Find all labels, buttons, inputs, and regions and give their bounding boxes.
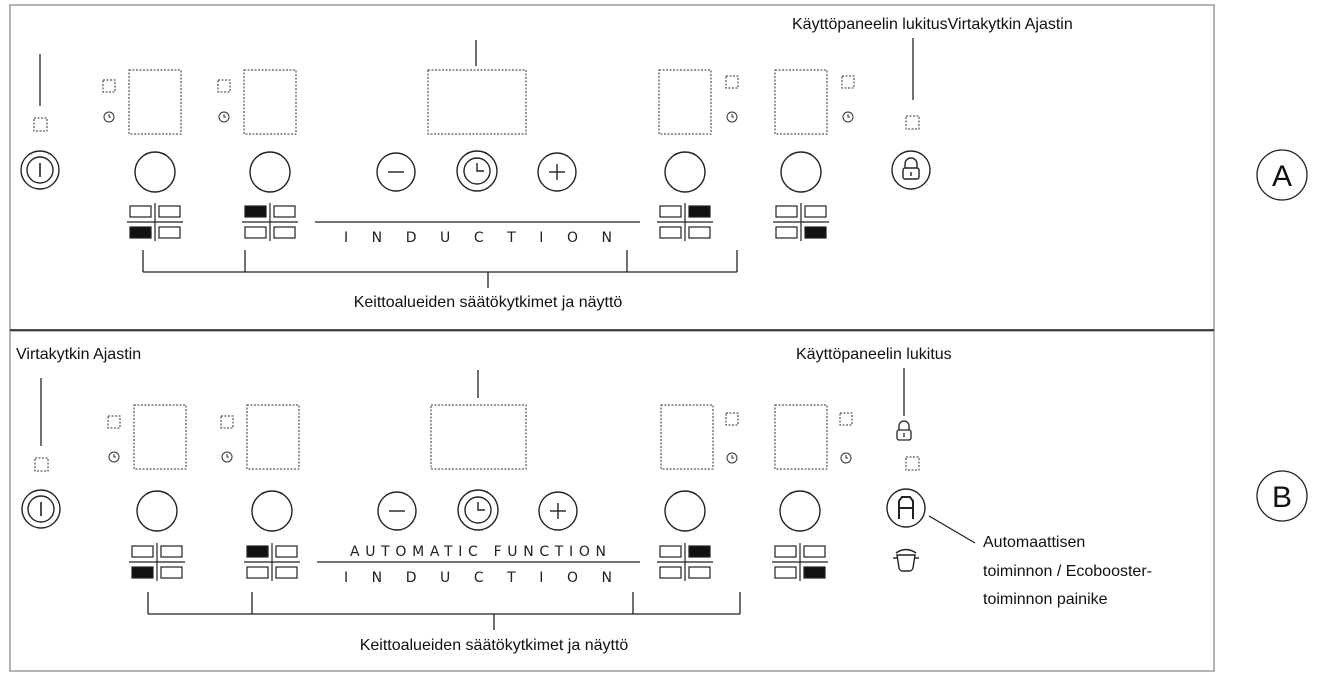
badge-b: B [1256, 470, 1308, 522]
pot-icon [893, 548, 919, 572]
timer-icon[interactable] [456, 150, 498, 192]
indicator-b-lock [905, 456, 920, 471]
minus-icon[interactable] [377, 491, 417, 531]
zone-position-indicator-a-4 [773, 203, 829, 241]
zone-display-b-1 [107, 404, 187, 470]
label-b-power-timer: Virtakytkin Ajastin [16, 346, 141, 363]
label-b-lock: Käyttöpaneelin lukitus [796, 346, 952, 363]
timer-display-b [430, 404, 527, 470]
induction-label-b: I N D U C T I O N [344, 570, 612, 586]
zone-display-a-1 [102, 69, 182, 135]
zone-button-b-1[interactable] [136, 490, 178, 532]
svg-text:B: B [1272, 481, 1292, 514]
svg-text:A: A [1272, 160, 1292, 193]
power-icon[interactable] [20, 150, 60, 190]
zone-position-indicator-a-1 [127, 203, 183, 241]
zone-display-b-3 [660, 404, 739, 470]
plus-icon[interactable] [538, 491, 578, 531]
lock-icon[interactable] [891, 150, 931, 190]
zone-position-indicator-b-2 [244, 543, 300, 581]
auto-a-icon[interactable] [886, 488, 926, 528]
badge-a: A [1256, 149, 1308, 201]
zone-display-b-4 [774, 404, 853, 470]
zone-button-a-2[interactable] [249, 151, 291, 193]
label-b-auto-line-1: Automaattisen [983, 534, 1085, 551]
indicator-b-power [34, 457, 49, 472]
zone-display-a-2 [217, 69, 297, 135]
zone-button-a-3[interactable] [664, 151, 706, 193]
zone-position-indicator-a-3 [657, 203, 713, 241]
zone-button-b-3[interactable] [664, 490, 706, 532]
zone-bracket-b [147, 592, 741, 630]
panel-b-frame [9, 330, 1215, 672]
zone-button-b-2[interactable] [251, 490, 293, 532]
minus-icon[interactable] [376, 152, 416, 192]
zone-display-a-4 [774, 69, 855, 135]
indicator-a-power [33, 117, 48, 132]
zone-position-indicator-b-4 [772, 543, 828, 581]
label-a-zone-controls: Keittoalueiden säätökytkimet ja näyttö [354, 294, 623, 311]
automatic-function-label-b: AUTOMATIC FUNCTION [350, 544, 606, 560]
label-b-zone-controls: Keittoalueiden säätökytkimet ja näyttö [360, 637, 629, 654]
label-b-auto-line-3: toiminnon painike [983, 591, 1108, 608]
lock-icon [896, 420, 912, 441]
leader-b-auto [928, 515, 976, 544]
zone-button-b-4[interactable] [779, 490, 821, 532]
zone-display-b-2 [220, 404, 300, 470]
label-a-lock-power-timer: Käyttöpaneelin lukitusVirtakytkin Ajasti… [792, 16, 1073, 33]
zone-position-indicator-b-1 [129, 543, 185, 581]
panel-a-frame [9, 4, 1215, 331]
zone-position-indicator-b-3 [657, 543, 713, 581]
zone-button-a-4[interactable] [780, 151, 822, 193]
label-b-auto-line-2: toiminnon / Ecobooster- [983, 563, 1152, 580]
plus-icon[interactable] [537, 152, 577, 192]
induction-label-a: I N D U C T I O N [344, 230, 612, 246]
timer-display-a [427, 69, 527, 135]
zone-bracket-a [142, 250, 738, 288]
power-icon[interactable] [21, 489, 61, 529]
indicator-a-lock [905, 115, 920, 130]
timer-icon[interactable] [457, 489, 499, 531]
zone-button-a-1[interactable] [134, 151, 176, 193]
zone-position-indicator-a-2 [242, 203, 298, 241]
zone-display-a-3 [658, 69, 739, 135]
